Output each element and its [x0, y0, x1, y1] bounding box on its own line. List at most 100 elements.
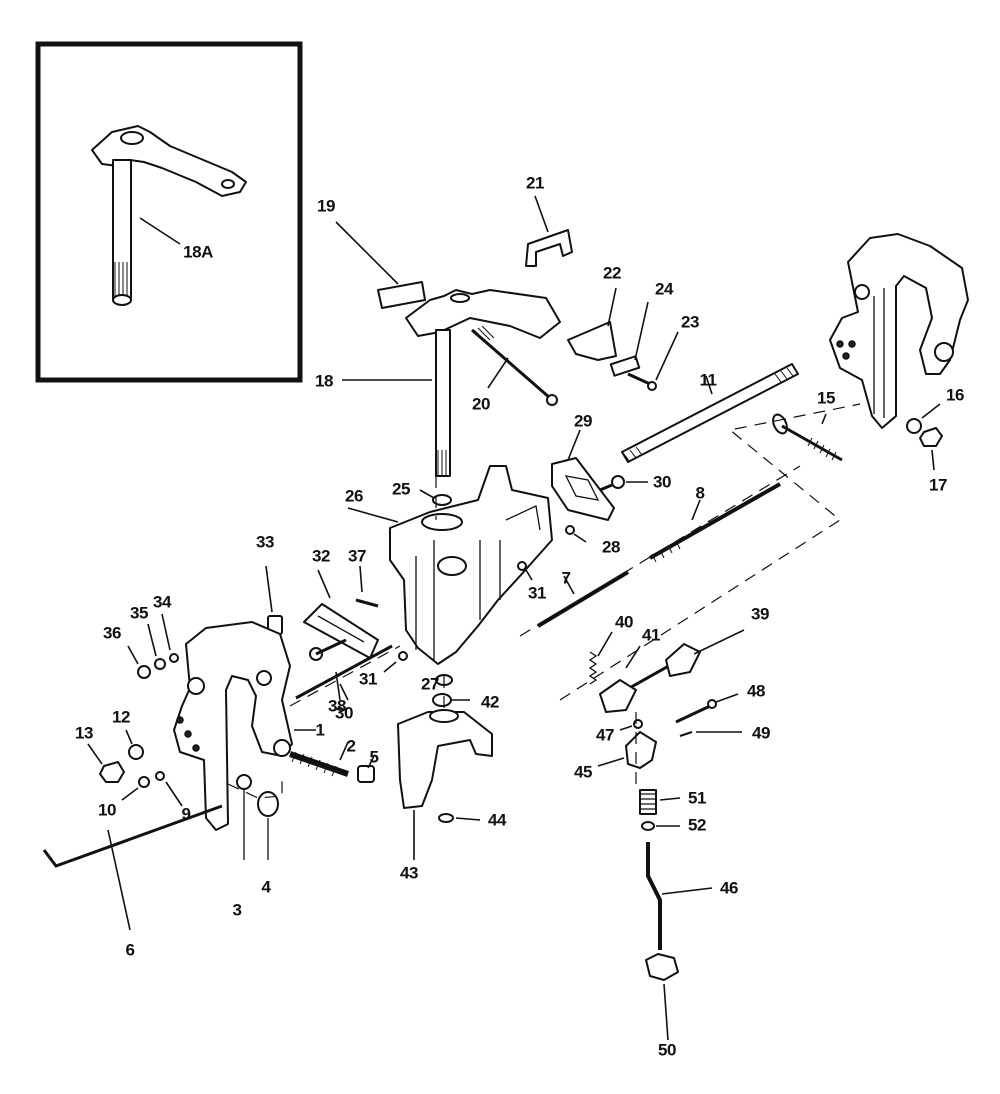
callout-11: 11	[699, 370, 717, 390]
callout-42: 42	[481, 692, 499, 712]
part-28-grease-fitting	[565, 525, 587, 543]
callout-52: 52	[688, 815, 706, 835]
inset-box	[35, 41, 303, 383]
callout-10: 10	[98, 800, 116, 820]
part-16-washer	[906, 403, 941, 434]
callout-8: 8	[695, 483, 705, 503]
part-43-thrust-bracket	[397, 709, 493, 860]
part-32-link	[303, 569, 379, 659]
part-18-steering-arm	[342, 289, 561, 477]
callout-12: 12	[112, 707, 130, 727]
callout-24: 24	[655, 279, 673, 299]
callout-41: 41	[642, 625, 660, 645]
part-11-tilt-tube	[621, 363, 799, 463]
callout-15: 15	[817, 388, 835, 408]
callout-31-upper: 31	[528, 583, 546, 603]
callout-49: 49	[752, 723, 770, 743]
callout-35: 35	[130, 603, 148, 623]
part-31-fitting-lower	[383, 651, 408, 673]
callout-25: 25	[392, 479, 410, 499]
part-4-washer	[257, 791, 279, 860]
part-20-bolt	[471, 325, 558, 406]
callout-44: 44	[488, 810, 506, 830]
callout-31-lower: 31	[359, 669, 377, 689]
part-22-plate	[567, 287, 617, 361]
part-39-lever	[599, 629, 745, 713]
part-5-pad	[357, 755, 375, 783]
callout-22: 22	[603, 263, 621, 283]
part-3-screw	[236, 774, 252, 860]
part-47-retainer	[619, 719, 643, 731]
part-10-nut	[121, 776, 150, 801]
part-7-rod	[536, 570, 630, 628]
part-34-washer	[161, 613, 179, 663]
callout-16: 16	[946, 385, 964, 405]
part-49-pin	[679, 731, 742, 737]
callout-29: 29	[574, 411, 592, 431]
part-50-knob	[645, 953, 679, 1041]
part-12-washer	[125, 729, 144, 760]
callout-5: 5	[369, 747, 379, 767]
callout-36: 36	[103, 623, 121, 643]
right-clamp-bracket	[829, 233, 969, 429]
callout-3: 3	[232, 900, 242, 920]
callout-18: 18	[315, 371, 333, 391]
callout-39: 39	[751, 604, 769, 624]
part-38-rod	[295, 644, 393, 701]
callout-17: 17	[929, 475, 947, 495]
part-25-washer	[419, 489, 452, 506]
part-40-spring	[588, 631, 613, 685]
part-31-fitting-upper	[517, 561, 533, 581]
part-26-swivel-bracket	[347, 465, 553, 665]
part-46-rod	[646, 842, 713, 950]
part-19-pad	[335, 221, 426, 309]
callout-30-lower: 30	[335, 703, 353, 723]
part-13-nut	[87, 743, 125, 783]
part-42-washer	[432, 693, 470, 707]
part-23-screw	[627, 331, 679, 391]
callout-19: 19	[317, 196, 335, 216]
callout-27: 27	[421, 674, 439, 694]
callout-2: 2	[346, 736, 356, 756]
callout-32: 32	[312, 546, 330, 566]
callout-38: 38	[328, 696, 346, 716]
part-8-rod	[649, 482, 781, 563]
callout-43: 43	[400, 863, 418, 883]
callout-30-upper: 30	[653, 472, 671, 492]
callout-18a: 18A	[183, 242, 213, 262]
callout-9: 9	[181, 804, 191, 824]
part-1-left-clamp-bracket	[173, 621, 316, 831]
part-45-trim-lever	[597, 731, 657, 769]
callout-34: 34	[153, 592, 171, 612]
part-48-pin	[675, 693, 739, 724]
part-21-clip	[525, 195, 573, 267]
callout-23: 23	[681, 312, 699, 332]
part-36-nut	[127, 645, 151, 679]
callout-46: 46	[720, 878, 738, 898]
part-35-washer	[147, 623, 166, 670]
callout-37: 37	[348, 546, 366, 566]
callout-28: 28	[602, 537, 620, 557]
callout-4: 4	[261, 877, 271, 897]
part-24-nut-plate	[609, 301, 649, 377]
callout-26: 26	[345, 486, 363, 506]
part-30-screw-upper	[599, 475, 648, 492]
callout-51: 51	[688, 788, 706, 808]
part-51-spring	[639, 789, 681, 815]
callout-7: 7	[561, 568, 571, 588]
callout-20: 20	[472, 394, 490, 414]
callout-1: 1	[315, 720, 325, 740]
part-9-washer	[155, 771, 183, 807]
callout-48: 48	[747, 681, 765, 701]
callout-33: 33	[256, 532, 274, 552]
part-2-clamp-screw	[289, 741, 349, 777]
part-33-pin	[265, 565, 283, 635]
part-29-lock-plate	[551, 429, 615, 521]
part-30-screw-lower	[309, 638, 347, 701]
callout-50: 50	[658, 1040, 676, 1060]
callout-45: 45	[574, 762, 592, 782]
callout-40: 40	[615, 612, 633, 632]
callout-6: 6	[125, 940, 135, 960]
part-18a-steering-arm	[91, 125, 247, 306]
part-37-pin	[355, 565, 379, 608]
